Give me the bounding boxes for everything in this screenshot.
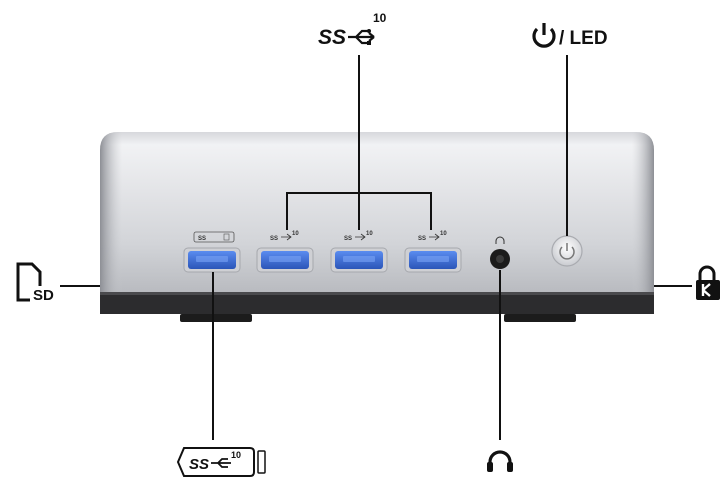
front-usb-port-4[interactable]	[404, 247, 462, 273]
usb-ss-c-icon: SS 10	[176, 447, 266, 477]
svg-text:SS: SS	[344, 236, 352, 242]
svg-text:10: 10	[373, 11, 387, 25]
svg-text:10: 10	[231, 450, 241, 460]
front-usb-port-2-label: SS 10	[270, 231, 299, 242]
headphone-icon	[487, 450, 513, 472]
sd-card-icon: SD	[16, 262, 60, 304]
left-foot	[180, 314, 252, 322]
svg-text:10: 10	[292, 231, 299, 237]
svg-text:10: 10	[440, 231, 447, 237]
svg-text:SS: SS	[270, 236, 278, 242]
front-usb-port-1-label: SS	[193, 231, 235, 243]
callout-lines	[60, 55, 692, 440]
svg-text:SS: SS	[418, 236, 426, 242]
headphone-small-icon	[495, 236, 505, 244]
front-usb-port-3[interactable]	[330, 247, 388, 273]
kensington-lock-icon	[696, 265, 720, 300]
power-button[interactable]	[551, 235, 583, 267]
usb-ss-icon: SS 10	[318, 11, 387, 49]
power-icon	[532, 23, 556, 48]
mini-pc-chassis	[100, 132, 654, 322]
svg-text:SD: SD	[33, 287, 54, 304]
svg-text:10: 10	[366, 231, 373, 237]
svg-text:SS: SS	[198, 236, 206, 242]
right-foot	[504, 314, 576, 322]
power-led-label: / LED	[559, 28, 608, 49]
chassis-base	[100, 292, 654, 314]
front-usb-port-1[interactable]	[183, 247, 241, 273]
front-usb-port-4-label: SS 10	[418, 231, 447, 242]
svg-text:SS: SS	[189, 456, 209, 473]
audio-jack[interactable]	[490, 249, 510, 269]
front-usb-port-2[interactable]	[256, 247, 314, 273]
front-usb-port-3-label: SS 10	[344, 231, 373, 242]
svg-text:SS: SS	[318, 26, 346, 49]
